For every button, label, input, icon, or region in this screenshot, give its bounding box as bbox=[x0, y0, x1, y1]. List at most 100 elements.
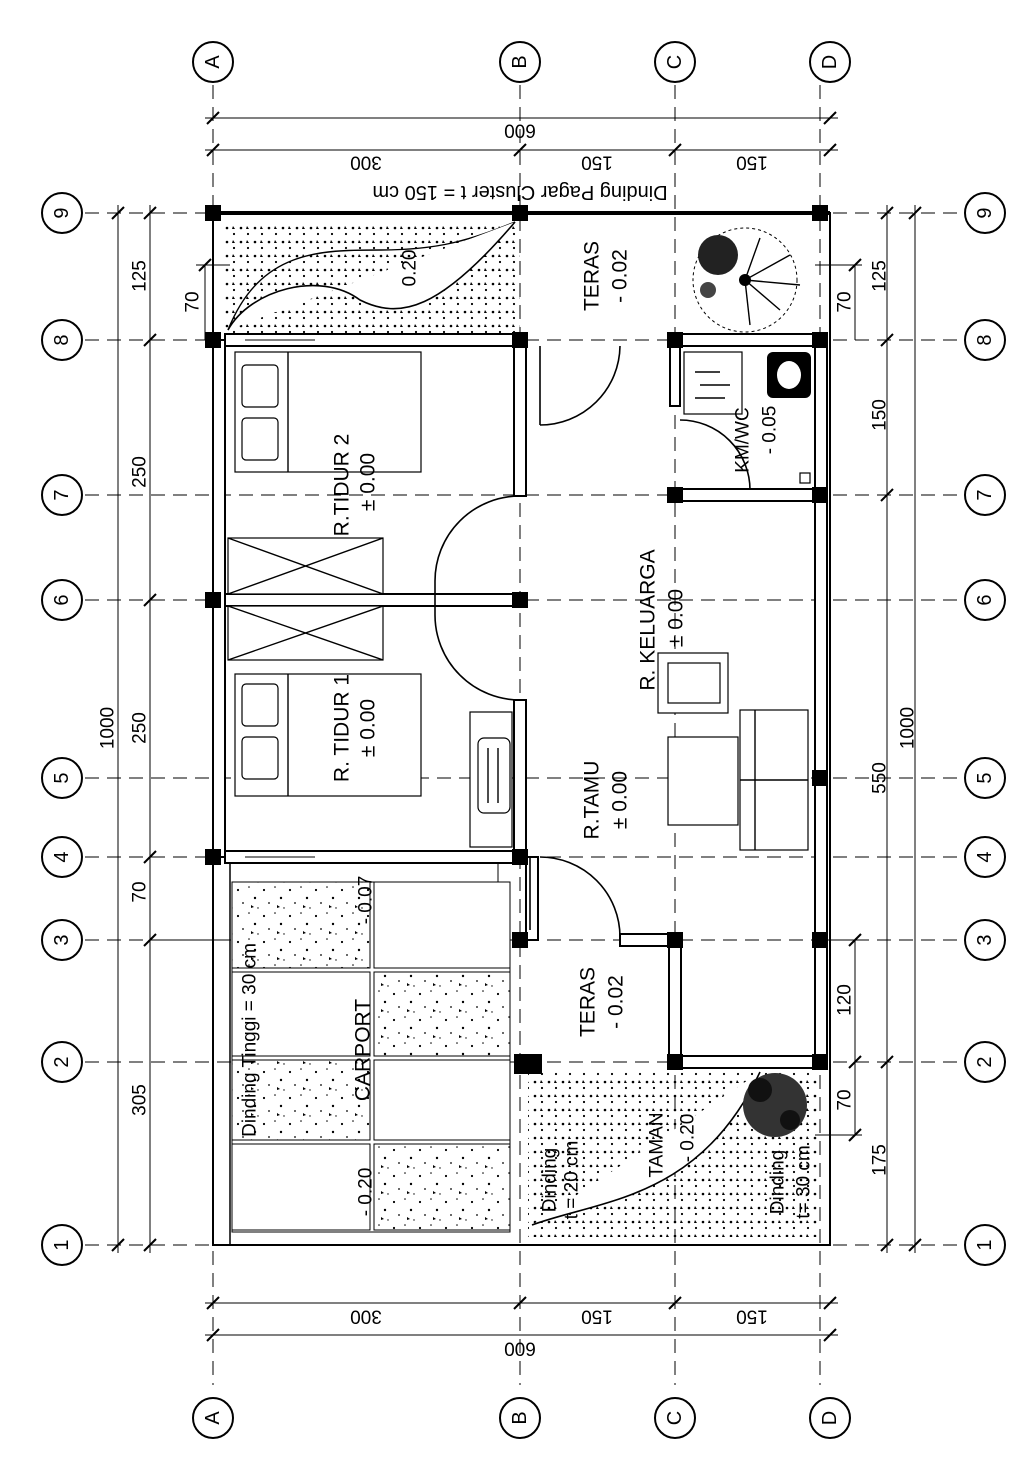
grid-bubble-8-left: 8 bbox=[41, 319, 83, 361]
room-labels: R.TIDUR 2 ± 0.00 R. TIDUR 1 ± 0.00 R. KE… bbox=[331, 241, 781, 1037]
grid-bubble-9-right: 9 bbox=[964, 192, 1006, 234]
grid-bubble-4-left: 4 bbox=[41, 836, 83, 878]
svg-text:B: B bbox=[509, 55, 531, 68]
dim-left-seg-1: 125 bbox=[130, 260, 151, 292]
grid-bubbles: A B C D A B C D 9 8 7 6 5 4 3 2 1 9 8 7 … bbox=[41, 41, 1006, 1439]
svg-text:6: 6 bbox=[51, 594, 73, 605]
desk-icon bbox=[469, 711, 513, 848]
armchair-icon bbox=[657, 652, 729, 714]
garden-wall-right-label: Dinding bbox=[768, 1150, 789, 1214]
tree-back-icon bbox=[692, 227, 801, 333]
dimensions: 600 300 150 150 300 150 150 600 1000 125 bbox=[98, 111, 922, 1359]
dim-top-total: 600 bbox=[504, 120, 536, 141]
bed-2-icon bbox=[234, 351, 422, 473]
bathroom-name: KM/WC bbox=[733, 407, 754, 472]
bedroom-2-level: ± 0.00 bbox=[357, 453, 380, 511]
svg-text:A: A bbox=[202, 1411, 224, 1425]
doors bbox=[434, 345, 751, 938]
svg-text:7: 7 bbox=[51, 489, 73, 500]
carport-level-bottom: - 0.20 bbox=[356, 1168, 377, 1217]
dim-bottom-total: 600 bbox=[504, 1338, 536, 1359]
svg-text:4: 4 bbox=[51, 851, 73, 862]
dim-left-seg-5: 70 bbox=[130, 881, 151, 902]
grid-bubble-4-right: 4 bbox=[964, 836, 1006, 878]
grid-bubble-b-top: B bbox=[499, 41, 541, 83]
grid-bubble-b-bottom: B bbox=[499, 1397, 541, 1439]
svg-text:B: B bbox=[509, 1411, 531, 1424]
svg-text:3: 3 bbox=[51, 934, 73, 945]
svg-text:2: 2 bbox=[974, 1056, 996, 1067]
svg-text:9: 9 bbox=[974, 207, 996, 218]
svg-text:C: C bbox=[664, 55, 686, 69]
svg-text:4: 4 bbox=[974, 851, 996, 862]
family-room-level: ± 0.00 bbox=[665, 589, 688, 647]
svg-text:8: 8 bbox=[51, 334, 73, 345]
carport-wall-label: Dinding Tinggi = 30 cm bbox=[240, 943, 261, 1137]
dim-left-seg-3: 250 bbox=[130, 456, 151, 488]
dim-top-seg-3: 150 bbox=[736, 152, 768, 173]
grid-bubble-3-left: 3 bbox=[41, 919, 83, 961]
bedroom-2-name: R.TIDUR 2 bbox=[331, 434, 354, 537]
dim-top-seg-1: 300 bbox=[350, 152, 382, 173]
grid-bubble-8-right: 8 bbox=[964, 319, 1006, 361]
bathroom-level: - 0.05 bbox=[760, 406, 781, 455]
grid-bubble-5-right: 5 bbox=[964, 757, 1006, 799]
garden-top: 0.20 bbox=[225, 221, 520, 333]
bedroom-1-name: R. TIDUR 1 bbox=[331, 674, 354, 782]
svg-text:5: 5 bbox=[51, 772, 73, 783]
dim-right-seg-2: 70 bbox=[835, 291, 856, 312]
grid-bubble-d-top: D bbox=[809, 41, 851, 83]
dim-right-total: 1000 bbox=[898, 707, 919, 749]
dim-right-seg-1: 125 bbox=[870, 260, 891, 292]
svg-text:1: 1 bbox=[974, 1239, 996, 1250]
sofa-icon bbox=[739, 709, 809, 851]
carport: Dinding Tinggi = 30 cm CARPORT - 0.07 - … bbox=[231, 876, 511, 1233]
terrace-back-level: - 0.02 bbox=[609, 249, 632, 303]
grid-bubble-c-bottom: C bbox=[654, 1397, 696, 1439]
grid-bubble-2-left: 2 bbox=[41, 1041, 83, 1083]
grid-bubble-9-left: 9 bbox=[41, 192, 83, 234]
grid-bubble-1-left: 1 bbox=[41, 1224, 83, 1266]
svg-text:C: C bbox=[664, 1411, 686, 1425]
grid-bubble-2-right: 2 bbox=[964, 1041, 1006, 1083]
grid-bubble-5-left: 5 bbox=[41, 757, 83, 799]
terrace-front-name: TERAS bbox=[577, 967, 600, 1037]
dim-top-seg-2: 150 bbox=[581, 152, 613, 173]
grid-bubble-7-right: 7 bbox=[964, 474, 1006, 516]
dim-left-seg-4: 250 bbox=[130, 712, 151, 744]
garden-wall-left-height: t = 20 cm bbox=[562, 1141, 583, 1220]
living-room-level: ± 0.00 bbox=[609, 771, 632, 829]
dim-right-seg-8: 175 bbox=[870, 1144, 891, 1176]
svg-text:8: 8 bbox=[974, 334, 996, 345]
dim-right-seg-6: 120 bbox=[835, 984, 856, 1016]
dim-bottom-seg-2: 150 bbox=[581, 1306, 613, 1327]
svg-text:9: 9 bbox=[51, 207, 73, 218]
garden-wall-left-label: Dinding bbox=[540, 1148, 561, 1212]
wardrobe-1-icon bbox=[227, 605, 384, 661]
svg-text:3: 3 bbox=[974, 934, 996, 945]
grid-bubble-7-left: 7 bbox=[41, 474, 83, 516]
svg-text:D: D bbox=[819, 1411, 841, 1425]
family-room-name: R. KELUARGA bbox=[637, 549, 660, 690]
shower-icon bbox=[683, 351, 743, 415]
dim-right-seg-3: 150 bbox=[870, 399, 891, 431]
grid-bubble-1-right: 1 bbox=[964, 1224, 1006, 1266]
grid-bubble-3-right: 3 bbox=[964, 919, 1006, 961]
dim-bottom-seg-3: 150 bbox=[736, 1306, 768, 1327]
svg-text:A: A bbox=[202, 55, 224, 69]
bedroom-1-level: ± 0.00 bbox=[357, 699, 380, 757]
grid-bubble-a-bottom: A bbox=[192, 1397, 234, 1439]
toilet-icon bbox=[767, 352, 811, 398]
living-room-name: R.TAMU bbox=[581, 761, 604, 840]
tree-front-icon bbox=[743, 1073, 807, 1137]
coffee-table-icon bbox=[667, 736, 739, 826]
svg-text:1: 1 bbox=[51, 1239, 73, 1250]
garden-top-level: 0.20 bbox=[400, 250, 421, 287]
svg-text:6: 6 bbox=[974, 594, 996, 605]
dim-bottom-seg-1: 300 bbox=[350, 1306, 382, 1327]
dim-right-seg-7: 70 bbox=[835, 1089, 856, 1110]
dim-left-total: 1000 bbox=[98, 707, 119, 749]
svg-text:7: 7 bbox=[974, 489, 996, 500]
dim-left-seg-2: 70 bbox=[183, 291, 204, 312]
garden-wall-right-height: t= 30 cm bbox=[794, 1145, 815, 1218]
